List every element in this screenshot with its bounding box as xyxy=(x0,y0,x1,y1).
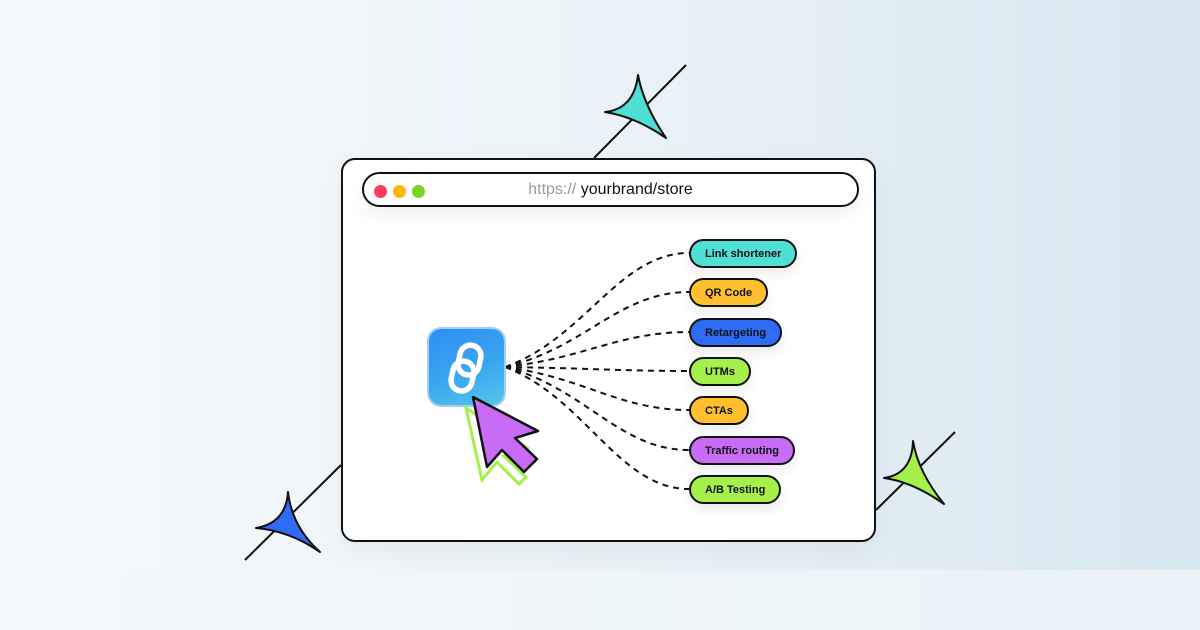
close-dot[interactable] xyxy=(374,185,387,198)
feature-traffic-routing[interactable]: Traffic routing xyxy=(689,436,795,465)
maximize-dot[interactable] xyxy=(412,185,425,198)
feature-retargeting[interactable]: Retargeting xyxy=(689,318,783,347)
connector-line xyxy=(504,366,690,411)
feature-qr-code[interactable]: QR Code xyxy=(689,278,769,307)
url-text: https:// yourbrand/store xyxy=(364,174,857,205)
connector-line xyxy=(504,331,690,368)
sparkle-teal-icon xyxy=(604,74,667,139)
url-protocol: https:// xyxy=(528,181,577,198)
background-band xyxy=(0,570,1200,630)
feature-utms[interactable]: UTMs xyxy=(689,357,751,386)
sparkle-blue-front-icon xyxy=(255,491,321,553)
sparkle-lime-icon xyxy=(883,440,945,505)
chain-link-icon[interactable] xyxy=(429,329,504,405)
feature-link-shortener[interactable]: Link shortener xyxy=(689,239,798,268)
feature-ab-testing[interactable]: A/B Testing xyxy=(689,475,782,504)
address-bar[interactable]: https:// yourbrand/store xyxy=(362,172,859,207)
minimize-dot[interactable] xyxy=(393,185,406,198)
connector-line xyxy=(504,291,690,368)
feature-ctas[interactable]: CTAs xyxy=(689,396,749,425)
url-path: yourbrand/store xyxy=(576,181,693,198)
connector-line xyxy=(504,366,690,490)
connector-line xyxy=(504,366,690,451)
connector-line xyxy=(504,366,690,372)
